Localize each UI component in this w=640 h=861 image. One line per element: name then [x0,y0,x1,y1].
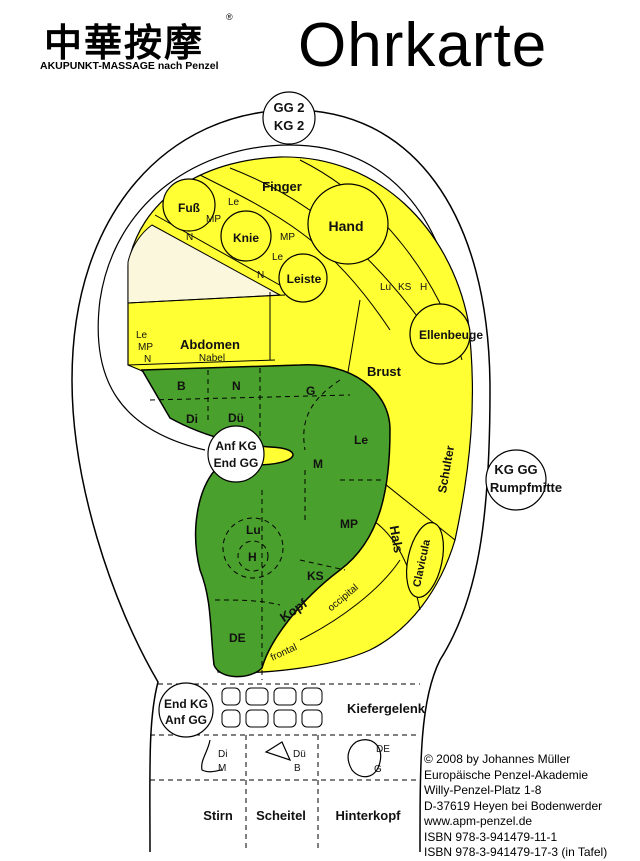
copyright-line: ISBN 978-3-941479-11-1 [424,829,558,844]
zone-leiste: Leiste [287,272,322,286]
face-due: Dü [293,749,306,760]
meridian-le-green: Le [354,433,368,447]
point-end-2: Anf GG [165,713,207,727]
zone-nabel: Nabel [199,353,225,364]
meridian-mp-2: MP [280,232,295,243]
point-rumpf-1: KG GG [494,462,537,477]
meridian-de-green: DE [229,631,246,645]
nose-sketch-icon [201,739,223,773]
zone-knie: Knie [233,231,259,245]
zone-hinterkopf: Hinterkopf [336,808,402,823]
logo-cjk-text: 中華按摩 [44,21,205,65]
meridian-le-2: Le [272,252,284,263]
point-anf-2: End GG [214,456,259,470]
eye-sketch-icon [264,741,292,761]
point-end-1: End KG [164,697,208,711]
meridian-lu: Lu [380,282,391,293]
meridian-le-3: Le [136,330,148,341]
meridian-n-green: N [232,379,241,393]
face-g: G [374,764,382,775]
meridian-g: G [306,384,315,398]
zone-scheitel: Scheitel [256,808,306,823]
meridian-le-1: Le [228,197,240,208]
zone-hals: Hals [387,524,407,554]
meridian-mp-3: MP [138,342,153,353]
logo-subtitle: AKUPUNKT-MASSAGE nach Penzel [40,60,219,72]
meridian-due: Dü [228,411,244,425]
copyright-line: www.apm-penzel.de [424,814,533,828]
zone-ellenbeuge: Ellenbeuge [419,328,483,342]
meridian-b: B [177,379,186,393]
face-b: B [294,763,301,774]
cream-region [127,224,282,304]
meridian-m: M [313,457,323,471]
copyright-line: Europäische Penzel-Akademie [424,767,589,782]
meridian-mp-1: MP [206,214,221,225]
ear-sketch-icon [347,739,382,778]
zone-kiefergelenk: Kiefergelenk [347,701,426,716]
meridian-h-green: H [248,550,257,564]
meridian-n-2: N [257,270,264,281]
zone-hand: Hand [329,218,364,234]
meridian-mp-green: MP [340,517,358,531]
meridian-n-1: N [186,232,193,243]
zone-finger: Finger [262,179,302,194]
copyright-line: © 2008 by Johannes Müller [424,752,571,766]
zone-fuss: Fuß [178,201,200,215]
point-rumpf-2: Rumpfmitte [490,480,562,495]
registered-mark: ® [226,12,233,22]
copyright-line: Willy-Penzel-Platz 1-8 [424,783,542,797]
meridian-di: Di [186,412,198,426]
zone-brust: Brust [367,364,402,379]
meridian-n-3: N [144,354,151,365]
meridian-ks: KS [398,282,412,293]
page-title: Ohrkarte [298,11,548,80]
meridian-h: H [420,282,427,293]
point-anf-1: Anf KG [215,439,256,453]
helix-inner-line [97,144,463,451]
face-de: DE [376,744,390,755]
point-top-1: GG 2 [273,100,304,115]
meridian-ks-green: KS [307,569,324,583]
point-top-2: KG 2 [274,118,304,133]
zone-stirn: Stirn [203,808,233,823]
zone-abdomen: Abdomen [180,337,240,352]
copyright-block: © 2008 by Johannes Müller Europäische Pe… [424,752,607,861]
copyright-line: D-37619 Heyen bei Bodenwerder [424,798,603,813]
face-di: Di [218,749,227,760]
face-m: M [218,763,226,774]
meridian-lu-green: Lu [246,523,261,537]
